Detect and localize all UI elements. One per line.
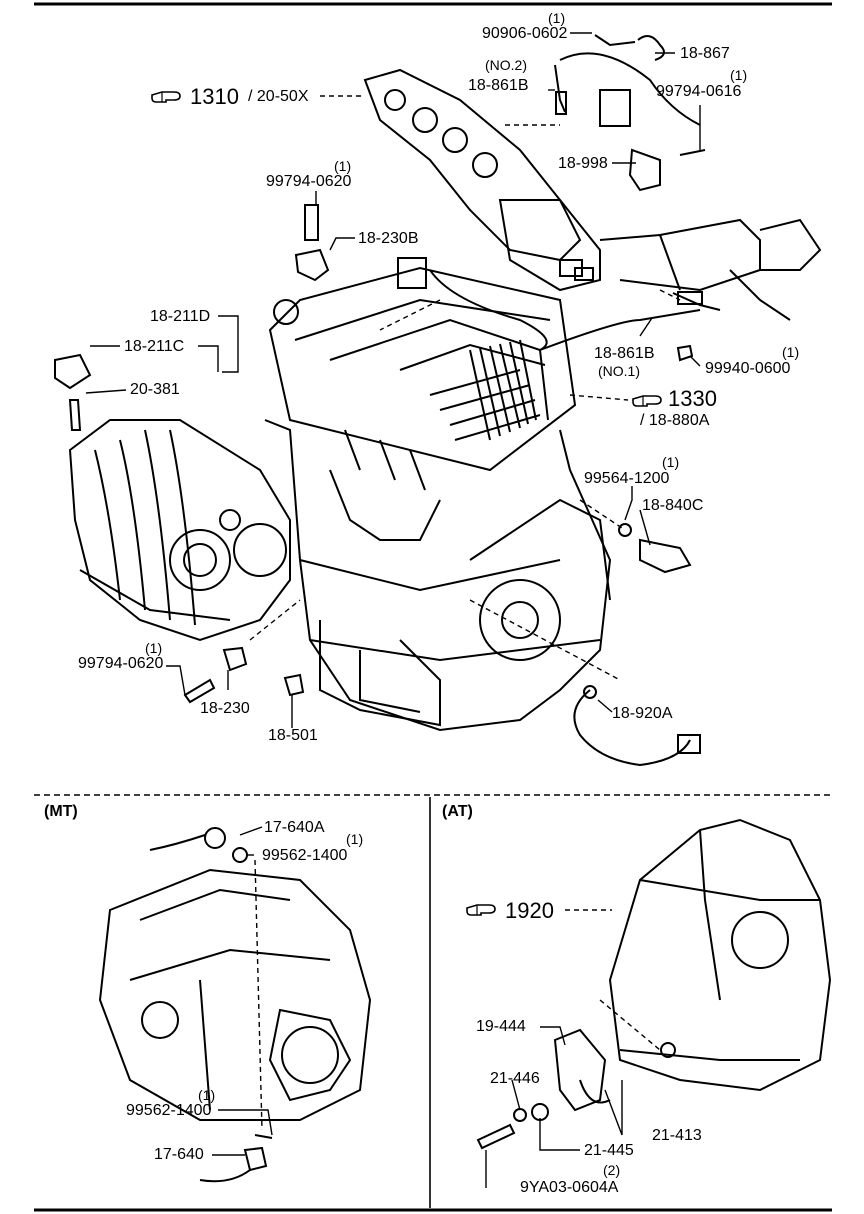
intake-manifold-drawing [68,419,291,642]
part-99794-0620-top-qty: (1) [334,158,352,174]
part-17-640[interactable]: 17-640 [154,1146,204,1163]
part-18-230b[interactable]: 18-230B [358,230,419,247]
part-18-998[interactable]: 18-998 [558,155,608,172]
part-90906-0602[interactable]: 90906-0602 [482,25,568,42]
part-17-640a[interactable]: 17-640A [264,819,325,836]
part-99562-1400-top-qty: (1) [346,831,364,847]
part-99794-0620-bot[interactable]: 99794-0620 [78,655,164,672]
section-mt-label: (MT) [44,803,78,820]
pointing-hand-icon [151,91,181,103]
frame [34,2,832,1212]
part-18-861b-no2-note: (NO.2) [485,57,527,73]
ref-1310-sub[interactable]: / 20-50X [248,88,309,105]
dashed-leaders [249,95,681,1131]
part-18-501[interactable]: 18-501 [268,727,318,744]
part-18-840c[interactable]: 18-840C [642,497,704,514]
part-18-861b-no1-note: (NO.1) [598,363,640,379]
ref-1920[interactable]: 1920 [505,898,554,923]
part-99562-1400-bot-qty: (1) [198,1087,216,1103]
engine-assembly-drawing [264,266,612,732]
part-90906-qty: (1) [548,10,566,26]
part-99794-0616[interactable]: 99794-0616 [656,83,742,100]
small-parts-drawing [54,204,701,767]
part-9ya03-0604a-qty: (2) [603,1162,621,1178]
leader-lines [85,32,701,1188]
part-19-444[interactable]: 19-444 [476,1018,526,1035]
part-18-211d[interactable]: 18-211D [150,308,211,325]
manual-transmission-drawing [98,827,372,1183]
part-18-920a[interactable]: 18-920A [612,705,673,722]
part-21-446[interactable]: 21-446 [490,1070,540,1087]
part-18-230[interactable]: 18-230 [200,700,250,717]
ref-1310[interactable]: 1310 [190,84,239,109]
part-99564-1200-qty: (1) [662,454,680,470]
automatic-transmission-drawing [476,818,832,1150]
part-21-445[interactable]: 21-445 [584,1142,634,1159]
part-99940-0600[interactable]: 99940-0600 [705,360,791,377]
part-18-861b-no1[interactable]: 18-861B [594,345,655,362]
exhaust-manifold-drawing [363,68,822,321]
section-at-label: (AT) [442,803,473,820]
part-99940-0600-qty: (1) [782,344,800,360]
part-99794-0616-qty: (1) [730,67,748,83]
pointing-hand-icon [466,904,496,916]
part-18-867[interactable]: 18-867 [680,45,730,62]
oxygen-sensor-harness-drawing [397,34,721,362]
part-99562-1400-top[interactable]: 99562-1400 [262,847,348,864]
part-18-861b-no2[interactable]: 18-861B [468,77,529,94]
part-99564-1200[interactable]: 99564-1200 [584,470,670,487]
ref-1330[interactable]: 1330 [668,386,717,411]
part-99794-0620-top[interactable]: 99794-0620 [266,173,352,190]
part-21-413[interactable]: 21-413 [652,1127,702,1144]
part-99562-1400-bot[interactable]: 99562-1400 [126,1102,212,1119]
ref-1330-sub[interactable]: / 18-880A [640,412,710,429]
part-20-381[interactable]: 20-381 [130,381,180,398]
part-99794-0620-bot-qty: (1) [145,640,163,656]
pointing-hand-icon [632,395,662,407]
part-9ya03-0604a[interactable]: 9YA03-0604A [520,1179,619,1196]
part-18-211c[interactable]: 18-211C [124,338,185,355]
